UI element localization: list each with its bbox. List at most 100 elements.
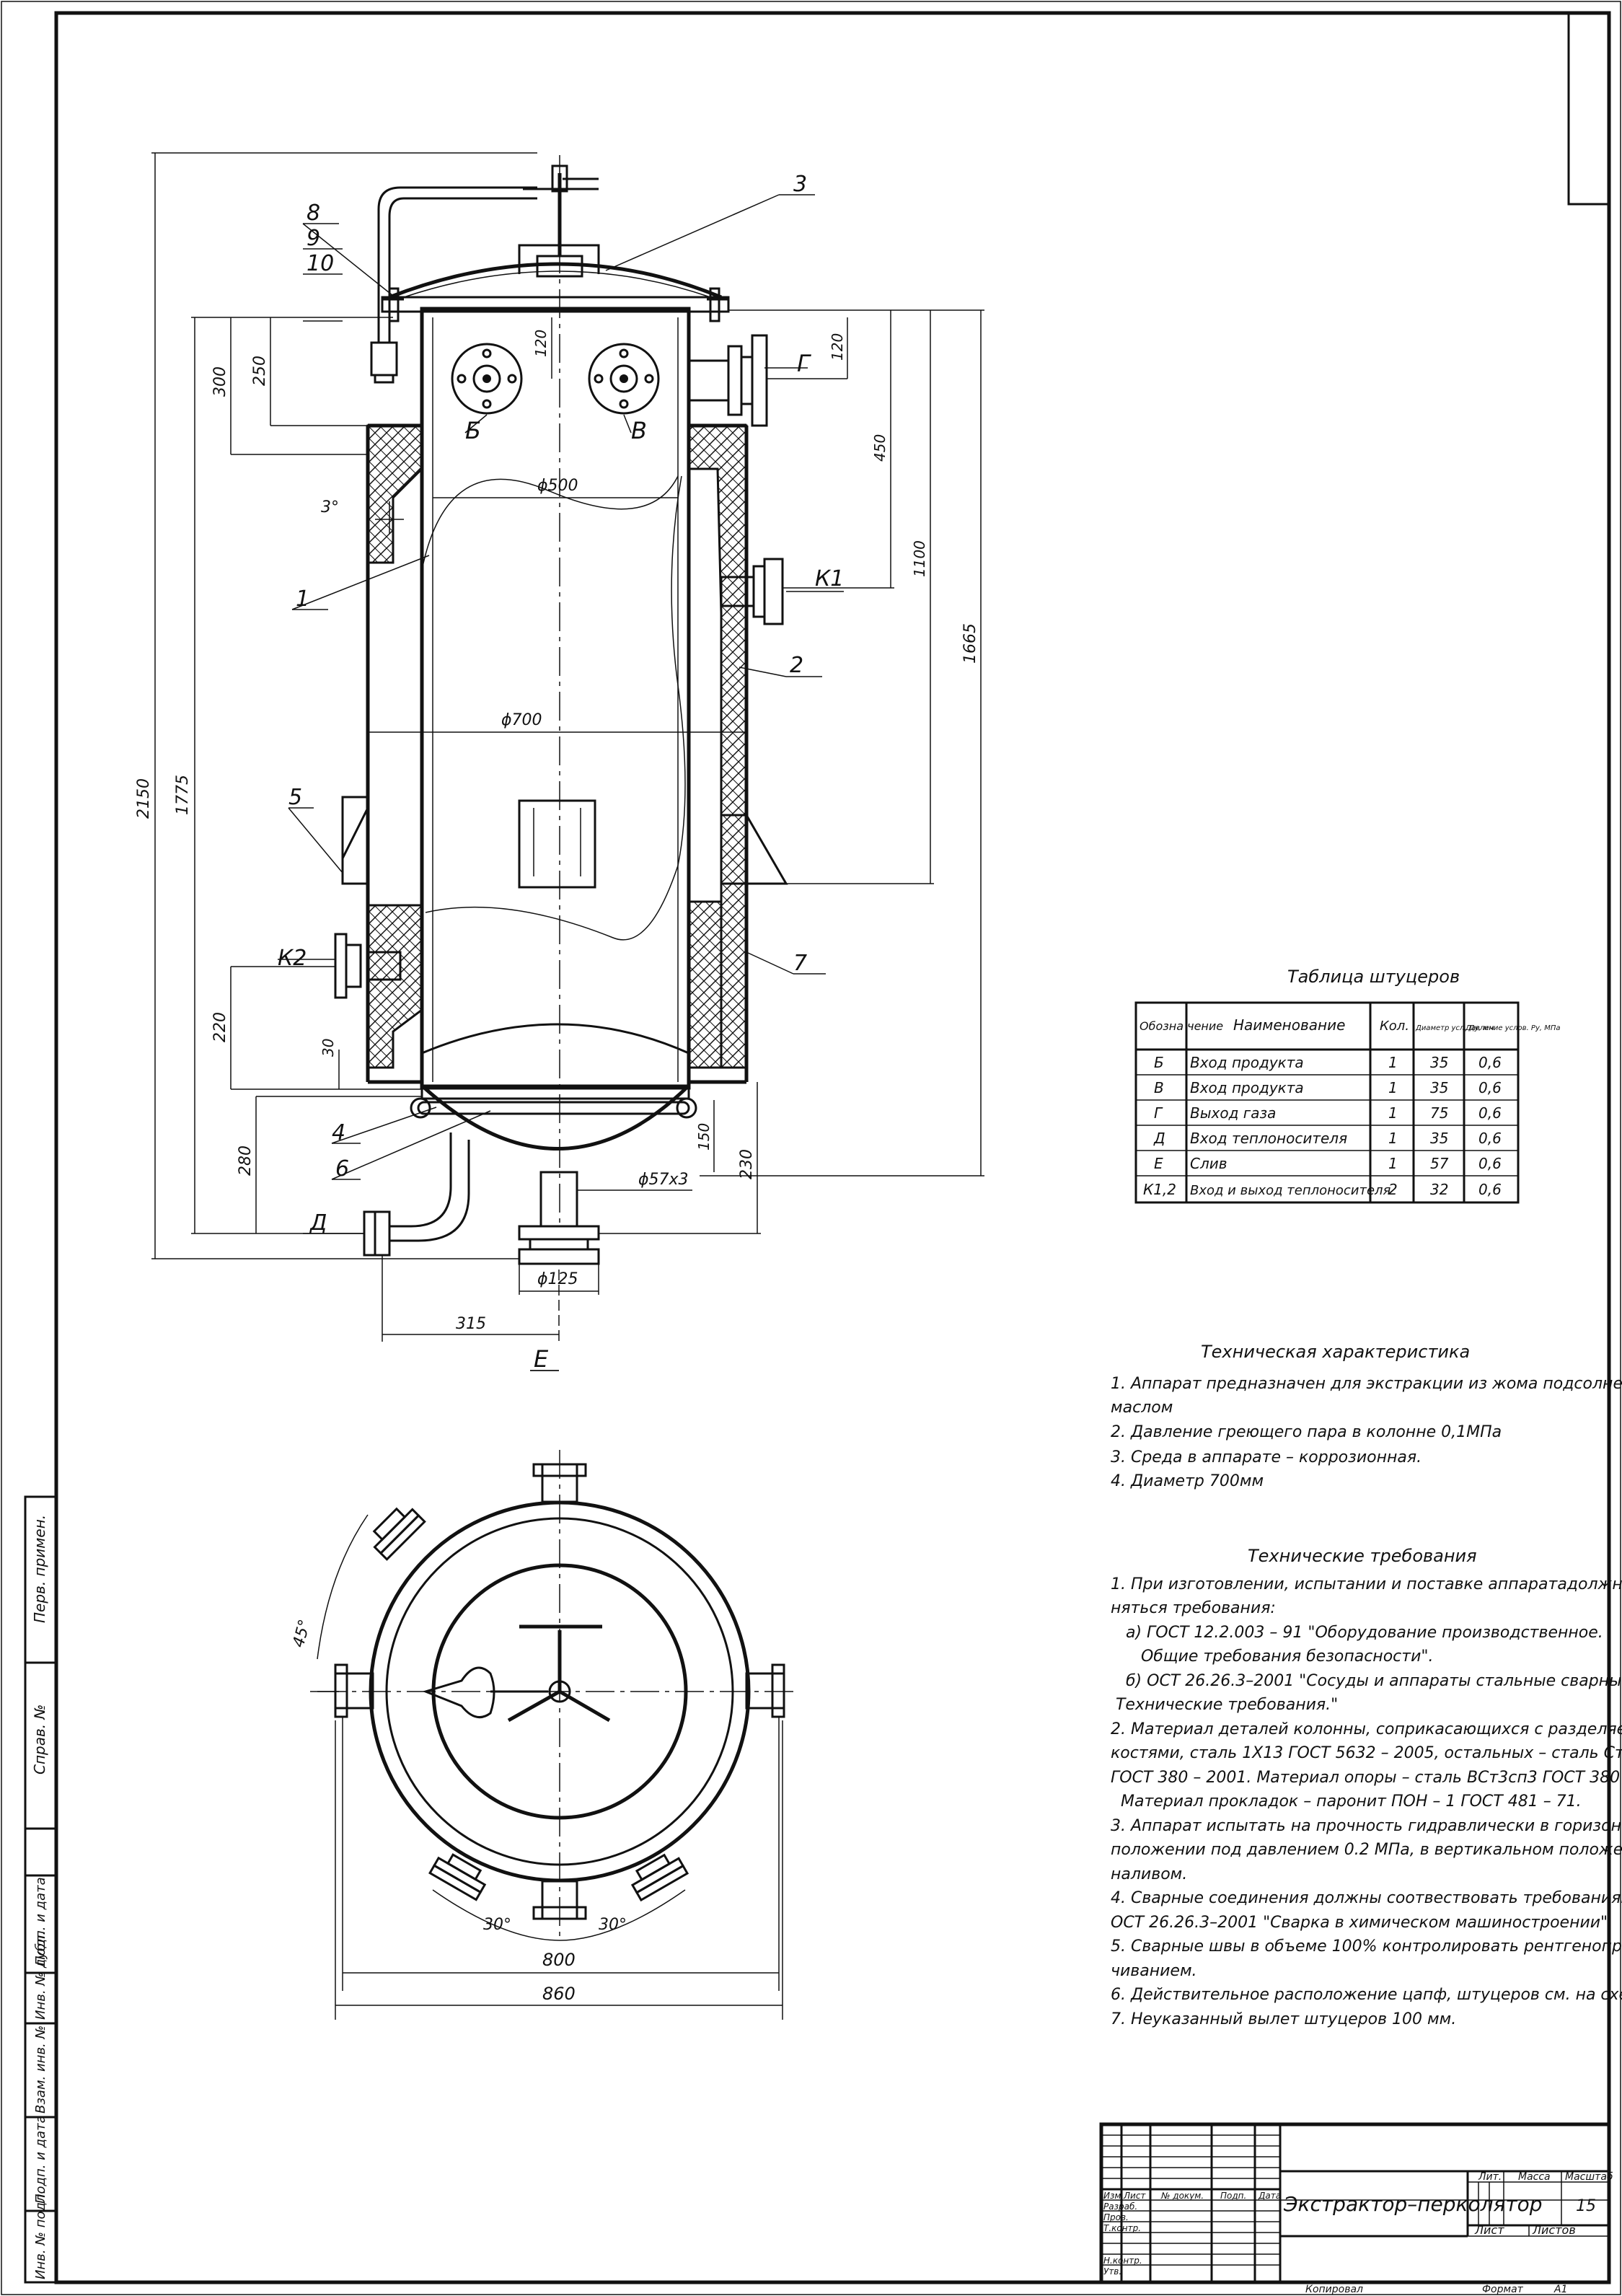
tech-req-line-5: Технические требования." xyxy=(1111,1696,1338,1714)
nozzle-row-3-pn: 0,6 xyxy=(1478,1130,1502,1147)
nozzle-row-5-name: Вход и выход теплоносителя xyxy=(1190,1183,1391,1198)
tech-req-line-9: Материал прокладок – паронит ПОН – 1 ГОС… xyxy=(1111,1793,1582,1811)
dim-860: 860 xyxy=(542,1984,576,2004)
title-format-label: Формат xyxy=(1482,2284,1524,2295)
title-izm: Изм. xyxy=(1103,2191,1124,2201)
nozzle-label-k1: К1 xyxy=(815,566,844,591)
dim-3deg: 3° xyxy=(321,498,339,516)
title-mass: Масса xyxy=(1518,2171,1551,2183)
tech-req-line-1: няться требования: xyxy=(1111,1599,1276,1617)
position-5: 5 xyxy=(288,785,302,810)
nozzle-row-5-dn: 32 xyxy=(1430,1181,1448,1198)
dim-250: 250 xyxy=(251,356,269,386)
title-scale: Масштаб xyxy=(1565,2171,1613,2183)
nozzle-table: Таблица штуцеров Обозна чение Наименован… xyxy=(1134,967,1561,1204)
title-role-razrab: Разраб. xyxy=(1103,2202,1137,2212)
dim-280: 280 xyxy=(237,1145,255,1176)
tech-req-line-0: 1. При изготовлении, испытании и поставк… xyxy=(1111,1575,1622,1593)
nozzle-table-header-3: Диаметр усл. Ду, мм xyxy=(1415,1024,1494,1032)
dim-450: 450 xyxy=(871,434,889,462)
tech-req-line-18: 7. Неуказанный вылет штуцеров 100 мм. xyxy=(1111,2010,1456,2028)
vessel-top-view: 45° 30° 30° 800 860 xyxy=(290,1450,797,2020)
tech-req-line-16: чиванием. xyxy=(1111,1962,1197,1980)
dim-150: 150 xyxy=(695,1123,713,1151)
tech-req-title: Технические требования xyxy=(1248,1546,1477,1566)
stamp-inv-dubl: Инв. № дубл. xyxy=(33,1931,48,2020)
nozzle-table-title: Таблица штуцеров xyxy=(1287,967,1460,987)
title-format-value: А1 xyxy=(1553,2284,1567,2295)
nozzle-row-3-dn: 35 xyxy=(1430,1130,1448,1147)
dim-120a: 120 xyxy=(532,330,550,357)
nozzle-label-k2: К2 xyxy=(278,946,307,971)
technical-requirements: Технические требования 1. При изготовлен… xyxy=(1111,1546,1622,2028)
title-sheet: Лист xyxy=(1474,2223,1504,2237)
nozzle-row-0-qty: 1 xyxy=(1388,1054,1398,1071)
position-7: 7 xyxy=(793,951,807,976)
dimension-lines xyxy=(151,152,984,1371)
nozzle-label-e: Е xyxy=(534,1345,549,1373)
dim-30: 30 xyxy=(319,1039,337,1057)
nozzle-row-3-code: Д xyxy=(1153,1130,1165,1147)
tech-req-line-12: наливом. xyxy=(1111,1865,1187,1883)
dim-d500: ϕ500 xyxy=(537,477,578,495)
nozzle-row-0-dn: 35 xyxy=(1430,1054,1448,1071)
stamp-vzam-inv: Взам. инв. № xyxy=(33,2026,48,2114)
nozzle-row-4-qty: 1 xyxy=(1388,1155,1398,1172)
tech-req-line-15: 5. Сварные швы в объеме 100% контролиров… xyxy=(1111,1937,1622,1956)
tech-char-line-1: маслом xyxy=(1111,1399,1173,1417)
nozzle-table-header-2: Кол. xyxy=(1380,1019,1409,1034)
tech-char-line-0: 1. Аппарат предназначен для экстракции и… xyxy=(1111,1375,1622,1393)
nozzle-row-5-code: К1,2 xyxy=(1143,1181,1176,1198)
stamp-podp-data-1: Подп. и дата xyxy=(33,1877,48,1966)
dim-d700: ϕ700 xyxy=(501,711,542,729)
title-role-tkontr: Т.контр. xyxy=(1103,2223,1141,2233)
stamp-perv-primen: Перв. примен. xyxy=(31,1515,48,1623)
title-copied: Копировал xyxy=(1305,2284,1363,2295)
tech-req-line-13: 4. Сварные соединения должны соотвествов… xyxy=(1111,1889,1622,1907)
dim-120b: 120 xyxy=(829,333,846,361)
tech-req-line-14: ОСТ 26.26.3–2001 "Сварка в химическом ма… xyxy=(1111,1914,1613,1932)
dim-1100: 1100 xyxy=(911,540,928,577)
nozzle-row-5-pn: 0,6 xyxy=(1478,1181,1502,1198)
vessel-front-view xyxy=(334,155,788,1265)
nozzle-label-b: Б xyxy=(465,417,481,444)
nozzle-row-2-qty: 1 xyxy=(1388,1104,1398,1122)
position-6: 6 xyxy=(335,1156,349,1182)
position-9: 9 xyxy=(307,226,320,251)
title-role-nkontr: Н.контр. xyxy=(1103,2256,1142,2266)
dim-d57: ϕ57х3 xyxy=(638,1171,689,1189)
nozzle-row-0-code: Б xyxy=(1154,1054,1164,1071)
nozzle-row-4-pn: 0,6 xyxy=(1478,1155,1502,1172)
dim-315: 315 xyxy=(456,1315,486,1333)
position-8: 8 xyxy=(307,201,320,226)
nozzle-table-header-1: Наименование xyxy=(1233,1016,1345,1034)
tech-req-line-4: б) ОСТ 26.26.3–2001 "Сосуды и аппараты с… xyxy=(1111,1672,1622,1690)
position-10: 10 xyxy=(307,251,334,276)
dim-230: 230 xyxy=(738,1149,756,1179)
stamp-sprav: Справ. № xyxy=(31,1705,48,1774)
nozzle-row-1-qty: 1 xyxy=(1388,1079,1398,1096)
nozzle-label-v: В xyxy=(631,417,647,444)
title-sheets: Листов xyxy=(1532,2223,1576,2237)
dim-220: 220 xyxy=(211,1012,229,1042)
dim-45deg: 45° xyxy=(290,1617,314,1649)
nozzle-table-header-4: Давление услов. Ру, МПа xyxy=(1465,1024,1561,1032)
nozzle-row-3-name: Вход теплоносителя xyxy=(1190,1130,1347,1147)
stamp-podp-data-2: Подп. и дата xyxy=(33,2115,48,2204)
dim-1665: 1665 xyxy=(961,623,979,664)
position-2: 2 xyxy=(790,653,803,678)
tech-req-line-8: ГОСТ 380 – 2001. Материал опоры – сталь … xyxy=(1111,1769,1622,1787)
nozzle-row-2-name: Выход газа xyxy=(1190,1104,1276,1122)
nozzle-row-3-qty: 1 xyxy=(1388,1130,1398,1147)
nozzle-row-0-name: Вход продукта xyxy=(1190,1054,1304,1071)
title-list-col: Лист xyxy=(1123,2191,1146,2201)
nozzle-row-4-name: Слив xyxy=(1190,1155,1227,1172)
nozzle-row-1-dn: 35 xyxy=(1430,1079,1448,1096)
dim-1775: 1775 xyxy=(174,775,192,815)
nozzle-b-flange xyxy=(451,343,523,415)
title-role-utv: Утв. xyxy=(1103,2266,1121,2277)
nozzle-row-1-name: Вход продукта xyxy=(1190,1079,1304,1096)
tech-req-line-11: положении под давлением 0.2 МПа, в верти… xyxy=(1111,1841,1622,1859)
title-block: Изм. Лист № докум. Подп. Дата Разраб. Пр… xyxy=(1099,2122,1613,2295)
